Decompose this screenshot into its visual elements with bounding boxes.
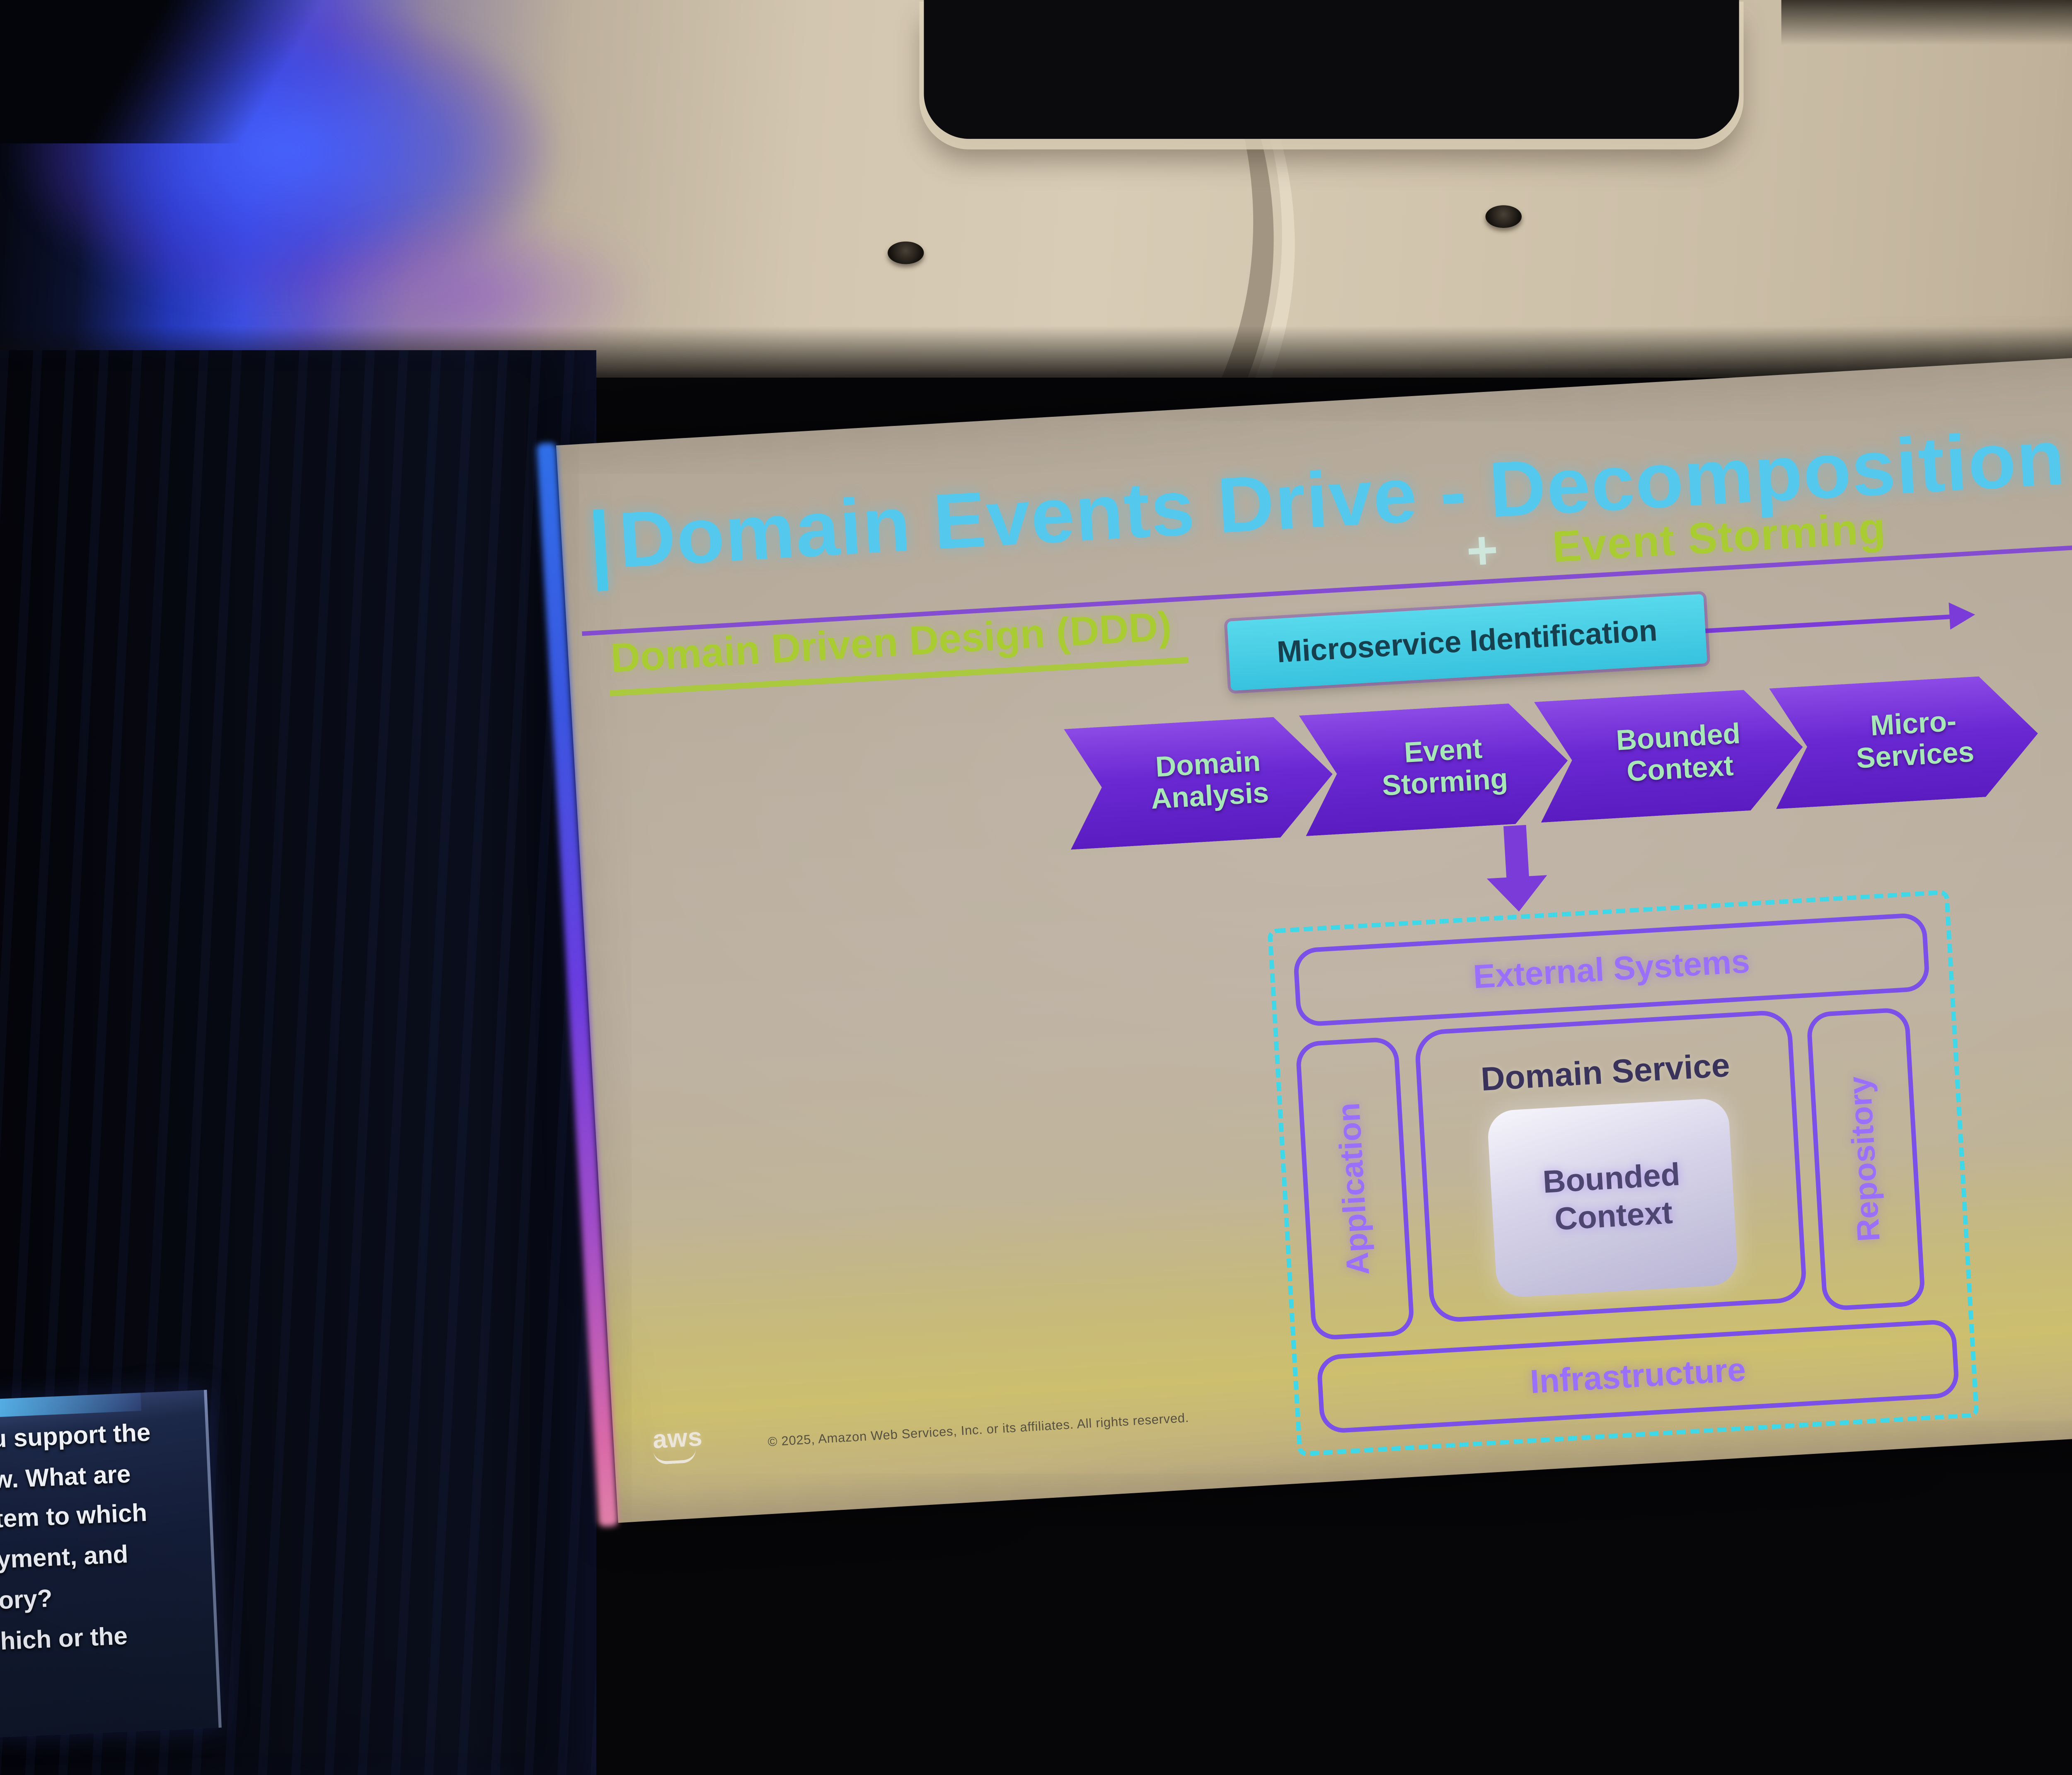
downlight-icon (1485, 205, 1522, 228)
repository-box: Repository (1806, 1007, 1926, 1311)
application-box: Application (1295, 1036, 1415, 1341)
external-systems-box: External Systems (1293, 912, 1930, 1027)
down-arrow-icon (1503, 825, 1530, 881)
aws-logo: aws (652, 1423, 704, 1465)
projection-screen: Domain Events Drive - Decomposition + Ev… (536, 347, 2072, 1527)
chevron-label: Micro- (1869, 706, 1958, 743)
plus-sign: + (1464, 518, 1500, 582)
architecture-diagram: External Systems Application Domain Serv… (1267, 890, 1979, 1457)
infrastructure-box: Infrastructure (1316, 1318, 1960, 1434)
chevron-label: Storming (1381, 764, 1509, 803)
chevron-domain-analysis: Domain Analysis (1064, 714, 1336, 850)
chevron-label: Services (1855, 737, 1975, 776)
application-label: Application (1332, 1101, 1377, 1276)
downlight-icon (888, 241, 924, 264)
chevron-micro-services: Micro- Services (1769, 673, 2041, 809)
aws-logo-text: aws (652, 1422, 704, 1454)
microservice-identification-box: Microservice Identification (1227, 594, 1707, 691)
repository-label: Repository (1843, 1075, 1888, 1243)
bounded-context-box: Bounded Context (1486, 1097, 1739, 1299)
domain-service-label: Domain Service (1480, 1046, 1731, 1098)
chevron-label: Event (1403, 733, 1483, 770)
chevron-label: Context (1626, 751, 1735, 789)
confidence-monitor: u support the w. What are tem to which y… (0, 1390, 222, 1738)
chevron-label: Domain (1155, 746, 1262, 784)
ceiling-recess (1781, 0, 2072, 46)
ceiling-corner-shadow (0, 0, 332, 144)
ceiling (0, 0, 2072, 377)
process-chevrons: Domain Analysis Event Storming Bounded C… (1064, 673, 2041, 850)
chevron-label: Analysis (1150, 778, 1270, 817)
right-arrow-icon (1949, 601, 1976, 630)
chevron-bounded-context: Bounded Context (1534, 687, 1806, 822)
down-arrow-head-icon (1486, 875, 1549, 914)
title-accent-bar (593, 509, 608, 591)
ceiling-coffer (924, 0, 1739, 139)
domain-service-box: Domain Service Bounded Context (1414, 1009, 1808, 1323)
copyright-text: © 2025, Amazon Web Services, Inc. or its… (767, 1410, 1190, 1449)
chevron-event-storming: Event Storming (1299, 700, 1571, 836)
